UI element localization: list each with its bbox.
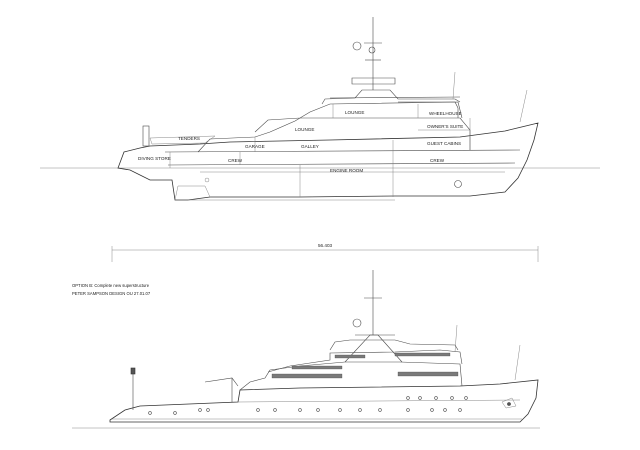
aft-crane-arm — [204, 377, 239, 387]
label-lounge-main: LOUNGE — [295, 127, 314, 132]
ext-antenna-2 — [514, 344, 521, 381]
window-band-5 — [394, 352, 451, 357]
radar-arch — [351, 77, 396, 85]
lower-deck — [167, 162, 516, 166]
designer-note: PETER SAMPSON DESIGN OU 27.01.07 — [72, 291, 151, 296]
porthole — [378, 408, 382, 412]
label-garage: GARAGE — [245, 144, 265, 149]
main-deck — [164, 149, 521, 153]
sheer-line — [237, 399, 521, 403]
porthole — [256, 408, 260, 412]
skeg — [174, 185, 211, 201]
ext-radar-dome — [352, 318, 362, 328]
window-band-4 — [334, 354, 366, 359]
label-wheelhouse: WHEELHOUSE — [429, 111, 462, 116]
label-lounge-upper: LOUNGE — [345, 110, 364, 115]
hull-outline-bottom — [109, 379, 539, 423]
tender-boat — [149, 135, 216, 145]
window-band-1 — [271, 373, 343, 379]
dimension-value: 56.403 — [318, 243, 332, 248]
porthole — [434, 396, 438, 400]
porthole — [450, 396, 454, 400]
option-note: OPTION B: Complete new superstructure — [72, 283, 150, 288]
porthole — [298, 408, 302, 412]
radar-dome-2 — [368, 46, 376, 54]
porthole — [148, 411, 152, 415]
dimension-length: 56.403 — [111, 243, 539, 262]
section-profile: WHEELHOUSE LOUNGE OWNER'S SUITE LOUNGE T… — [40, 17, 600, 201]
wheelhouse-top — [398, 101, 459, 118]
label-galley: GALLEY — [301, 144, 319, 149]
label-crew-fwd: CREW — [430, 158, 445, 163]
window-band-3 — [397, 371, 459, 377]
porthole — [464, 396, 468, 400]
anchor-pocket — [501, 397, 517, 409]
porthole — [406, 408, 410, 412]
porthole — [198, 408, 202, 412]
superstructure-upper — [254, 101, 463, 133]
bridge-deck — [321, 89, 461, 105]
ext-antenna-1 — [454, 324, 458, 353]
section-exterior — [72, 270, 540, 429]
hardtop — [329, 96, 461, 99]
label-diving-store: DIVING STORE — [138, 156, 171, 161]
crane-head — [130, 367, 136, 375]
porthole — [458, 408, 462, 412]
label-tenders: TENDERS — [178, 136, 200, 141]
label-owners-suite: OWNER'S SUITE — [427, 124, 463, 129]
superstructure-main — [197, 117, 471, 153]
tender-davit — [142, 125, 150, 147]
porthole — [316, 408, 320, 412]
porthole — [406, 396, 410, 400]
label-crew-aft: CREW — [228, 158, 243, 163]
porthole — [430, 408, 434, 412]
antenna-1 — [452, 71, 456, 100]
porthole — [338, 408, 342, 412]
porthole — [443, 408, 447, 412]
label-guest-cabins: GUEST CABINS — [427, 141, 461, 146]
window-band-2 — [291, 365, 343, 370]
porthole — [273, 408, 277, 412]
porthole — [206, 408, 210, 412]
ext-bridge — [329, 339, 459, 351]
anchor-hawse — [507, 402, 511, 406]
ext-superstructure-upper — [267, 349, 463, 373]
porthole — [418, 396, 422, 400]
title-notes: OPTION B: Complete new superstructure PE… — [72, 283, 151, 296]
radar-dome-1 — [352, 41, 362, 51]
porthole — [173, 411, 177, 415]
porthole-top — [454, 180, 462, 188]
portholes — [148, 396, 468, 415]
prop-hole — [204, 177, 210, 183]
hull-outline-top — [117, 122, 539, 201]
porthole — [358, 408, 362, 412]
antenna-2 — [519, 89, 528, 123]
label-engine-room: ENGINE ROOM — [330, 168, 363, 173]
